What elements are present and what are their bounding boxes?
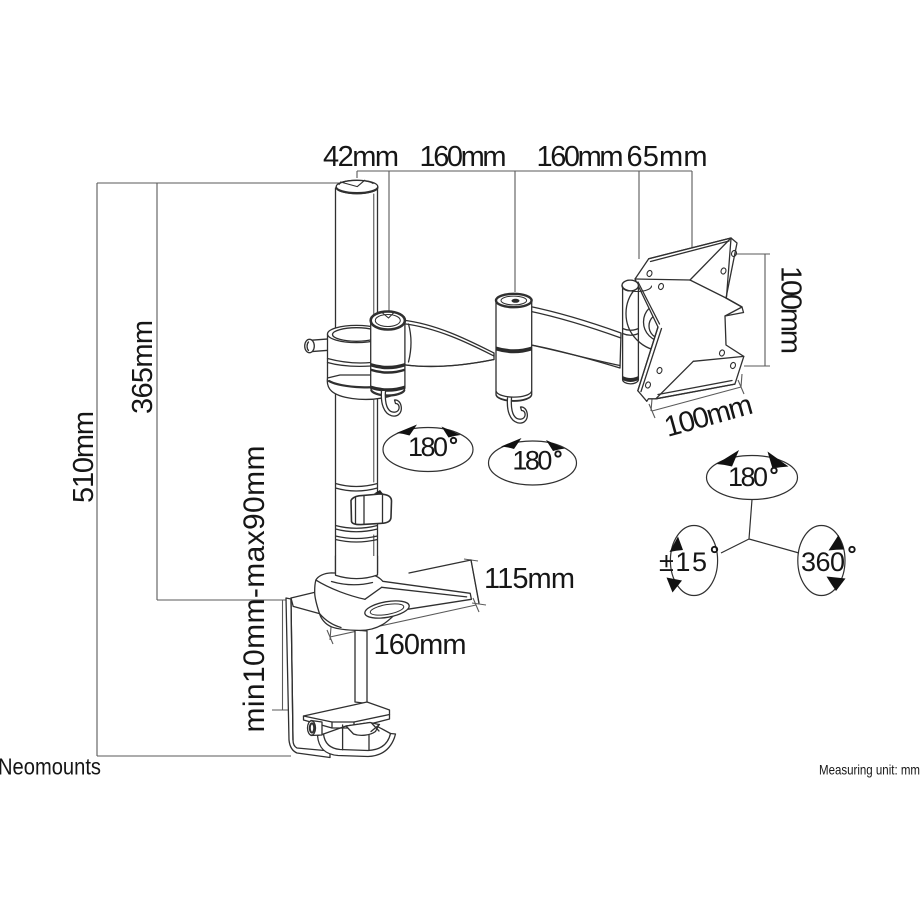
- svg-text:Neomounts: Neomounts: [0, 754, 101, 780]
- svg-text:180: 180: [408, 432, 448, 462]
- svg-text:65mm: 65mm: [627, 141, 708, 173]
- svg-text:180: 180: [728, 462, 768, 492]
- svg-text:42mm: 42mm: [323, 141, 399, 173]
- svg-text:360: 360: [801, 547, 845, 577]
- svg-text:100mm: 100mm: [661, 389, 756, 444]
- svg-text:160mm: 160mm: [537, 141, 624, 173]
- svg-text:510mm: 510mm: [68, 411, 100, 503]
- svg-text:100mm: 100mm: [775, 266, 807, 354]
- svg-text:±15: ±15: [659, 547, 707, 577]
- svg-text:Measuring unit: mm: Measuring unit: mm: [819, 762, 920, 778]
- svg-text:160mm: 160mm: [374, 629, 467, 661]
- svg-text:180: 180: [512, 446, 552, 476]
- svg-text:115mm: 115mm: [484, 563, 575, 595]
- svg-text:365mm: 365mm: [127, 320, 159, 414]
- svg-text:160mm: 160mm: [420, 141, 507, 173]
- svg-text:min10mm-max90mm: min10mm-max90mm: [238, 446, 271, 733]
